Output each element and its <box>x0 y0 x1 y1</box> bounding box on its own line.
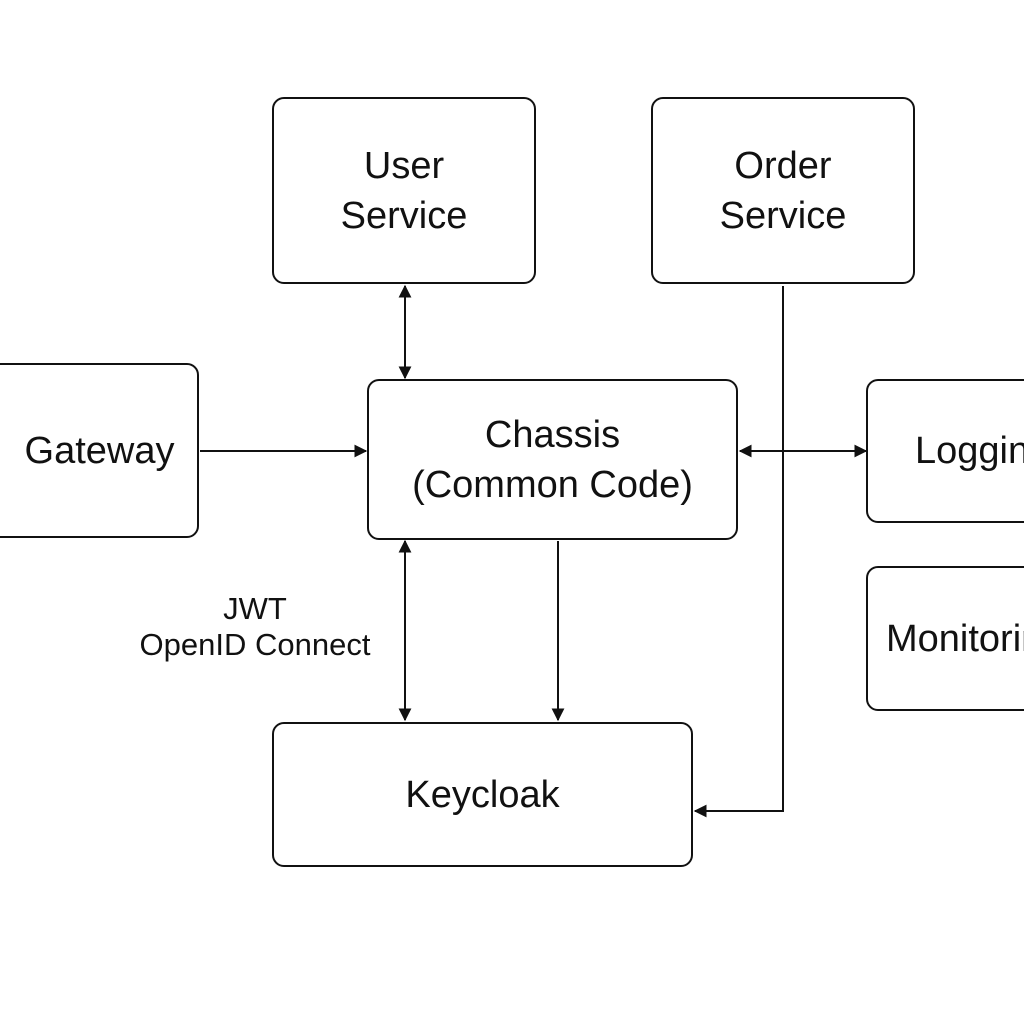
order-service-box: Order Service <box>651 97 915 284</box>
order-service-label: Order Service <box>719 144 847 237</box>
chassis-box: Chassis (Common Code) <box>367 379 738 540</box>
monitoring-label: Monitoring <box>886 617 1024 660</box>
user-service-label: User Service <box>340 144 468 237</box>
monitoring-box: Monitoring <box>866 566 1024 711</box>
jwt-label: JWT <box>223 591 287 626</box>
gateway-label: Gateway <box>24 429 175 472</box>
keycloak-label: Keycloak <box>405 773 560 816</box>
order-service-to-keycloak-arrow <box>693 286 784 818</box>
keycloak-box: Keycloak <box>272 722 693 867</box>
logging-box: Logging <box>866 379 1024 523</box>
auth-protocol-label: JWT OpenID Connect <box>110 591 400 663</box>
user-service-box: User Service <box>272 97 536 284</box>
gateway-box: Gateway <box>0 363 199 538</box>
chassis-label: Chassis (Common Code) <box>412 413 693 506</box>
openid-connect-label: OpenID Connect <box>139 627 371 662</box>
logging-label: Logging <box>915 430 1024 472</box>
